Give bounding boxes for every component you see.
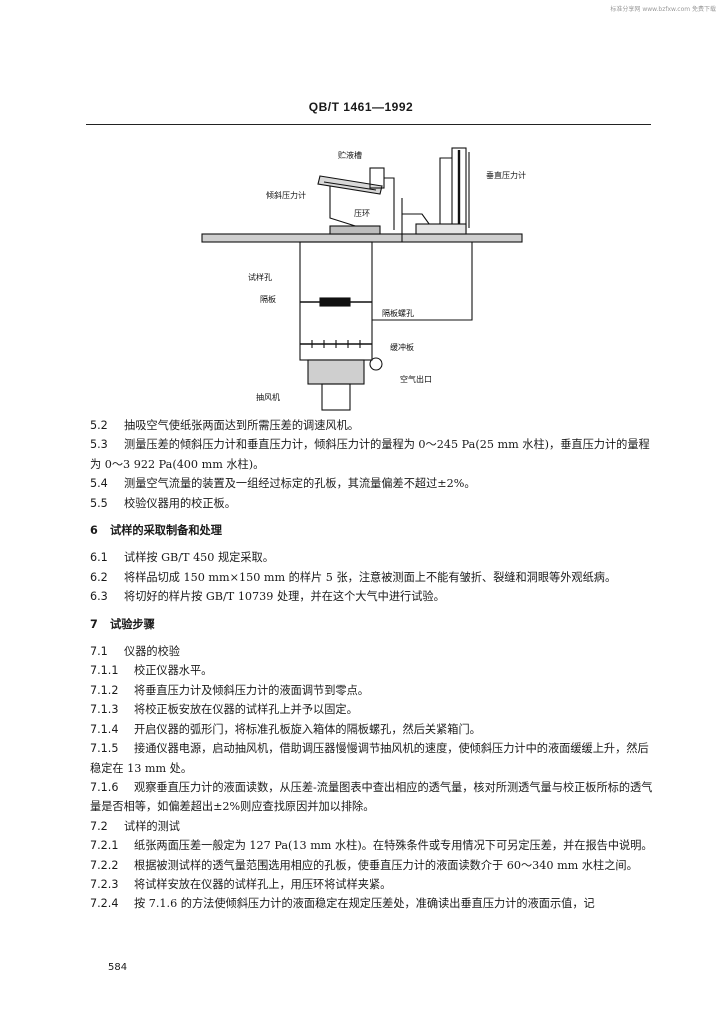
label-pressure-ring: 压环 xyxy=(354,209,370,218)
label-vertical-gauge: 垂直压力计 xyxy=(486,171,526,180)
label-partition: 隔板 xyxy=(260,295,276,304)
apparatus-drawing xyxy=(201,147,523,411)
page-number: 584 xyxy=(108,962,128,973)
page-header: QB/T 1461—1992 xyxy=(308,100,414,114)
inclined-gauge-body xyxy=(317,175,383,195)
label-air-outlet: 空气出口 xyxy=(400,375,432,384)
label-fan: 抽风机 xyxy=(256,393,280,402)
header-rule xyxy=(86,124,651,125)
apparatus-diagram: 贮液槽 垂直压力计 倾斜压力计 压环 试样孔 隔板 隔板螺孔 缓冲板 空气出口 … xyxy=(190,138,570,420)
air-outlet xyxy=(369,357,383,371)
label-inclined-gauge: 倾斜压力计 xyxy=(266,191,306,200)
label-reservoir: 贮液槽 xyxy=(338,151,362,160)
table-surface xyxy=(201,233,523,243)
label-partition-hole: 隔板螺孔 xyxy=(382,309,414,318)
watermark-text: 标准分享网 www.bzfxw.com 免费下载 xyxy=(610,6,716,13)
pressure-ring xyxy=(329,225,381,235)
fan-housing xyxy=(307,359,365,385)
label-sample-hole: 试样孔 xyxy=(248,273,272,282)
label-buffer-plate: 缓冲板 xyxy=(390,343,414,352)
fan-motor xyxy=(321,383,351,411)
